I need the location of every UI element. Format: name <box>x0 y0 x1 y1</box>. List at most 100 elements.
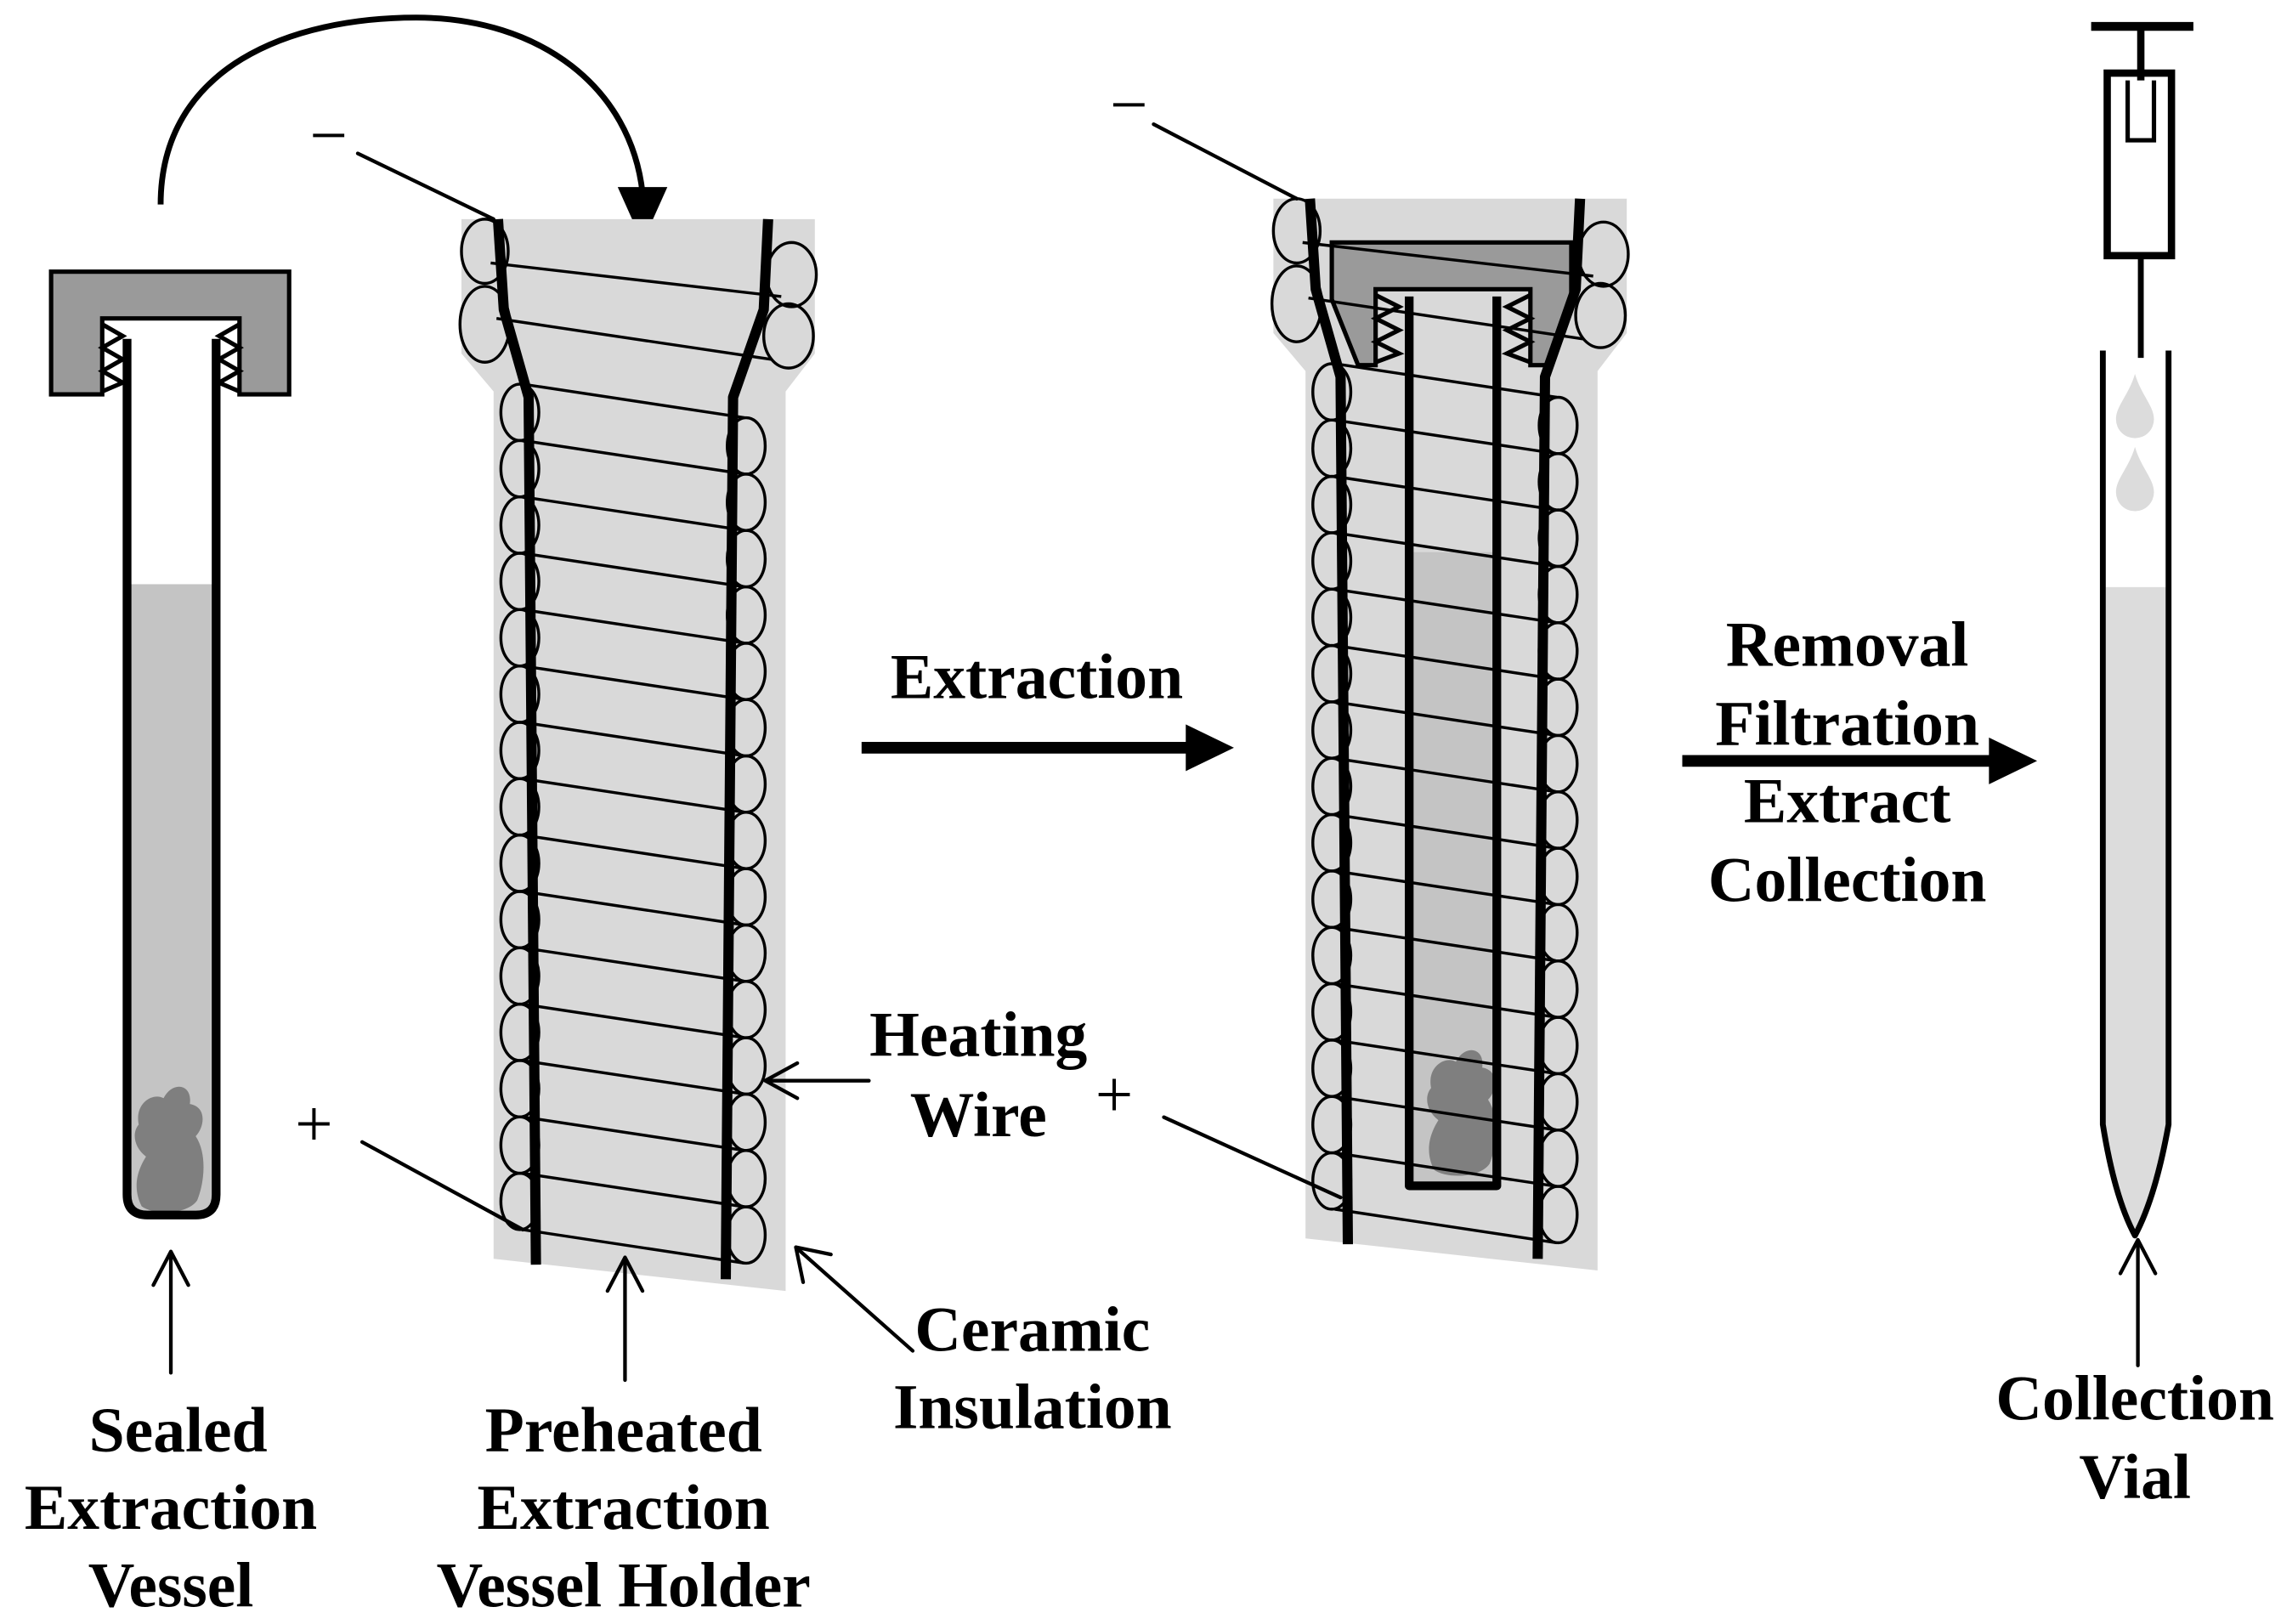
coil-turn-line <box>1334 362 1557 399</box>
coil-turn-line <box>495 317 772 361</box>
coil-turn-line <box>522 1059 745 1096</box>
vessel-cap <box>48 269 291 397</box>
sealed-vessel-pointer <box>151 1249 190 1375</box>
minus-lead-line <box>1152 122 1299 201</box>
heating-wire-turns <box>1302 240 1593 1245</box>
cap-thread-left <box>1370 292 1405 365</box>
pointer-arrowhead <box>605 1255 645 1293</box>
coil-turn-line <box>522 382 745 420</box>
coil-turn-line <box>522 1171 745 1208</box>
removal-arrow-head <box>1989 737 2038 784</box>
coil-turn-line <box>522 890 745 927</box>
sealed-vessel-label-line-3: Vessel <box>88 1550 254 1621</box>
transfer-arrow <box>157 14 668 243</box>
extract-drop <box>2115 374 2154 439</box>
holder-wall-right <box>1532 198 1586 1259</box>
ceramic-insulation <box>461 218 815 1292</box>
plus-terminal-sign: + <box>1095 1059 1134 1133</box>
vial-pointer <box>2118 1237 2158 1367</box>
vessel-tube <box>122 338 221 1219</box>
holder-wall-left <box>1305 198 1354 1245</box>
coil-turn-line <box>522 495 745 532</box>
cap-thread-left <box>98 322 128 393</box>
coil-turn-line <box>1302 240 1593 278</box>
heating-wire-label-line-1: Heating <box>869 999 1087 1070</box>
coil-turn-line <box>522 1002 745 1039</box>
preheated-vessel-holder <box>458 218 818 1292</box>
coil-turn-line <box>1334 869 1557 907</box>
extraction-step-label: Extraction <box>891 642 1183 712</box>
syringe-barrel <box>2103 69 2176 260</box>
cap-thread-right <box>1501 292 1536 365</box>
coil-turn-line <box>1334 1038 1557 1076</box>
coil-turn-line <box>1334 700 1557 738</box>
pointer-arrowhead <box>2118 1237 2158 1276</box>
extraction-step-arrow: Extraction <box>861 642 1234 772</box>
vial-label-line-2: Vial <box>2079 1442 2191 1513</box>
coil-turn-line <box>522 833 745 870</box>
collected-extract <box>2105 586 2166 1230</box>
minus-lead-line <box>355 151 495 222</box>
plus-lead-line <box>1162 1115 1343 1200</box>
removal-step-label-line-1: Removal <box>1726 610 1969 681</box>
removal-step-label-line-4: Collection <box>1708 845 1987 915</box>
coil-turn-line <box>1334 587 1557 625</box>
coil-turn-line <box>522 777 745 814</box>
sample-solid <box>1427 1050 1497 1176</box>
coil-turn-line <box>1334 1208 1557 1245</box>
coil-turn-line <box>522 664 745 701</box>
coil-turn-line <box>1334 756 1557 794</box>
coil-turn-line <box>1334 925 1557 963</box>
minus-terminal-sign: − <box>309 99 348 173</box>
holder-label-line-2: Extraction <box>478 1473 770 1543</box>
sealed-vessel-label-line-2: Extraction <box>25 1473 317 1543</box>
removal-step-label-line-3: Extract <box>1744 767 1950 837</box>
sealed-vessel-label-line-1: Sealed <box>89 1395 268 1466</box>
coil-turn-line <box>522 552 745 589</box>
coil-turn-line <box>490 261 782 298</box>
coil-turn-line <box>1334 812 1557 850</box>
coil-turn-line <box>1334 1151 1557 1188</box>
coil-turn-line <box>1334 643 1557 681</box>
loaded-vessel-holder <box>1270 197 1630 1271</box>
holder-walls <box>1305 198 1586 1259</box>
coil-turn-line <box>1334 531 1557 569</box>
holder-pointer <box>605 1255 645 1383</box>
insulation-pointer <box>794 1245 915 1353</box>
coil-turn-line <box>1308 296 1583 341</box>
pointer-arrowhead <box>794 1245 833 1284</box>
insulation-label-line-1: Ceramic <box>914 1295 1150 1366</box>
coil-turn-line <box>522 1115 745 1152</box>
pointer-line <box>795 1247 915 1353</box>
holder-wall-right <box>720 218 773 1280</box>
coil-loop-right <box>761 302 815 370</box>
coil-turn-line <box>522 721 745 758</box>
minus-terminal-sign: − <box>1110 69 1148 143</box>
holder-label-line-1: Preheated <box>485 1395 762 1466</box>
cap-thread-right <box>213 322 244 393</box>
holder-body-front <box>1302 240 1593 1245</box>
coil-turn-line <box>1334 474 1557 512</box>
extraction-arrow-head <box>1186 724 1234 772</box>
syringe <box>2091 21 2193 359</box>
extract-drop <box>2115 446 2154 512</box>
coil-turn-line <box>1334 982 1557 1019</box>
coil-loop-left <box>460 218 510 286</box>
removal-step-label-line-2: Filtration <box>1715 688 1979 759</box>
holder-label-line-3: Vessel Holder <box>437 1550 811 1621</box>
pointer-arrowhead <box>763 1061 800 1101</box>
plus-lead-line <box>359 1140 525 1232</box>
vial-label-line-1: Collection <box>1995 1363 2274 1434</box>
transfer-arrow-curve <box>157 14 646 205</box>
insulation-label-line-2: Insulation <box>893 1372 1172 1443</box>
collection-vial <box>2099 350 2172 1239</box>
pointer-arrowhead <box>151 1249 190 1287</box>
coil-loop-right <box>1574 281 1627 349</box>
coil-turn-line <box>522 1228 745 1265</box>
coil-turn-line <box>522 439 745 476</box>
removal-step-arrow: Removal Filtration Extract Collection <box>1682 610 2038 915</box>
transfer-arrow-head <box>617 187 668 243</box>
coil-turn-line <box>522 608 745 645</box>
coil-turn-line <box>522 946 745 983</box>
